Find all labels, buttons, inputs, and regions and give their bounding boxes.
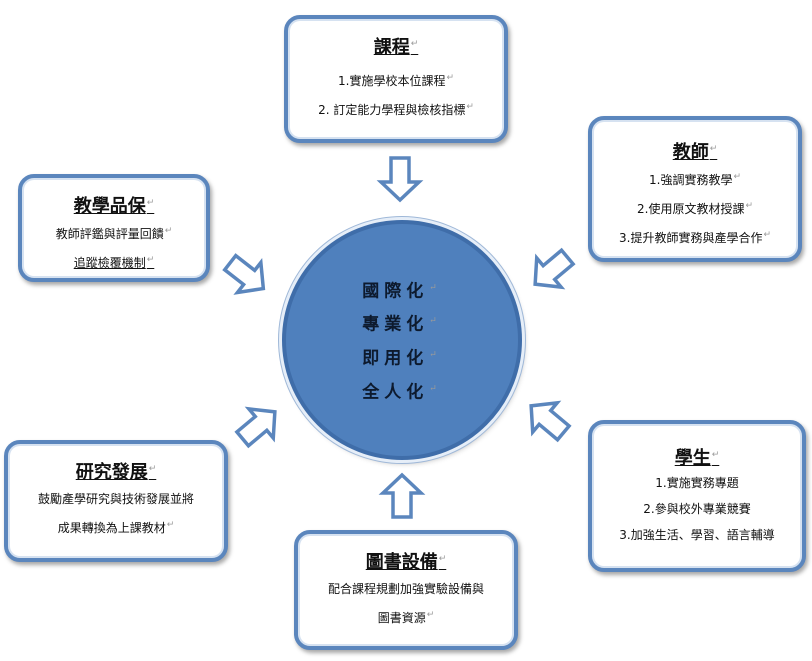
- library-line-1: 配合課程規劃加強實驗設備與: [327, 582, 484, 596]
- research-line-2: 成果轉換為上課教材↵: [57, 520, 175, 535]
- teacher-line-1: 1.強調實務教學↵: [649, 172, 741, 187]
- student-line-1: 1.實施實務專題: [655, 476, 739, 490]
- arrow-top-icon: [379, 156, 421, 202]
- student-title: 學生↵: [674, 448, 720, 469]
- research-box: 研究發展↵ 鼓勵產學研究與技術發展並將 成果轉換為上課教材↵: [4, 440, 228, 562]
- arrow-left-bottom-icon: [228, 395, 289, 456]
- center-line-3: 即用化↵: [362, 348, 442, 369]
- student-line-2: 2.參與校外專業競賽: [643, 502, 751, 516]
- curriculum-title: 課程↵: [373, 37, 419, 58]
- curriculum-line-1: 1.實施學校本位課程↵: [338, 73, 454, 88]
- teacher-title: 教師↵: [672, 142, 718, 163]
- center-line-2: 專業化↵: [362, 315, 442, 335]
- teacher-box: 教師↵ 1.強調實務教學↵ 2.使用原文教材授課↵ 3.提升教師實務與產學合作↵: [588, 116, 802, 262]
- arrow-right-bottom-icon: [517, 389, 578, 450]
- teaching-quality-line-2: 追蹤檢覆機制↵: [73, 255, 155, 270]
- student-box: 學生↵ 1.實施實務專題 2.參與校外專業競賽 3.加強生活、學習、語言輔導: [588, 420, 806, 572]
- arrow-right-top-icon: [521, 240, 582, 301]
- arrow-left-top-icon: [216, 245, 277, 306]
- teaching-quality-title: 教學品保↵: [73, 196, 155, 217]
- curriculum-line-2: 2. 訂定能力學程與檢核指標↵: [318, 102, 474, 117]
- teacher-line-3: 3.提升教師實務與產學合作↵: [619, 230, 771, 245]
- curriculum-box: 課程↵ 1.實施學校本位課程↵ 2. 訂定能力學程與檢核指標↵: [284, 15, 508, 143]
- teaching-quality-line-1: 教師評鑑與評量回饋↵: [55, 226, 173, 241]
- library-line-2: 圖書資源↵: [377, 610, 435, 625]
- teacher-line-2: 2.使用原文教材授課↵: [637, 201, 753, 216]
- student-line-3: 3.加強生活、學習、語言輔導: [619, 528, 775, 542]
- teaching-quality-box: 教學品保↵ 教師評鑑與評量回饋↵ 追蹤檢覆機制↵: [18, 174, 210, 282]
- library-box: 圖書設備↵ 配合課程規劃加強實驗設備與 圖書資源↵: [294, 530, 518, 650]
- arrow-bottom-icon: [381, 473, 423, 519]
- research-line-1: 鼓勵產學研究與技術發展並將: [37, 492, 194, 506]
- research-title: 研究發展↵: [75, 462, 157, 483]
- center-line-1: 國際化↵: [362, 281, 442, 302]
- library-title: 圖書設備↵: [365, 552, 447, 573]
- center-line-4: 全人化↵: [362, 382, 442, 403]
- center-circle: 國際化↵ 專業化↵ 即用化↵ 全人化↵: [282, 220, 522, 460]
